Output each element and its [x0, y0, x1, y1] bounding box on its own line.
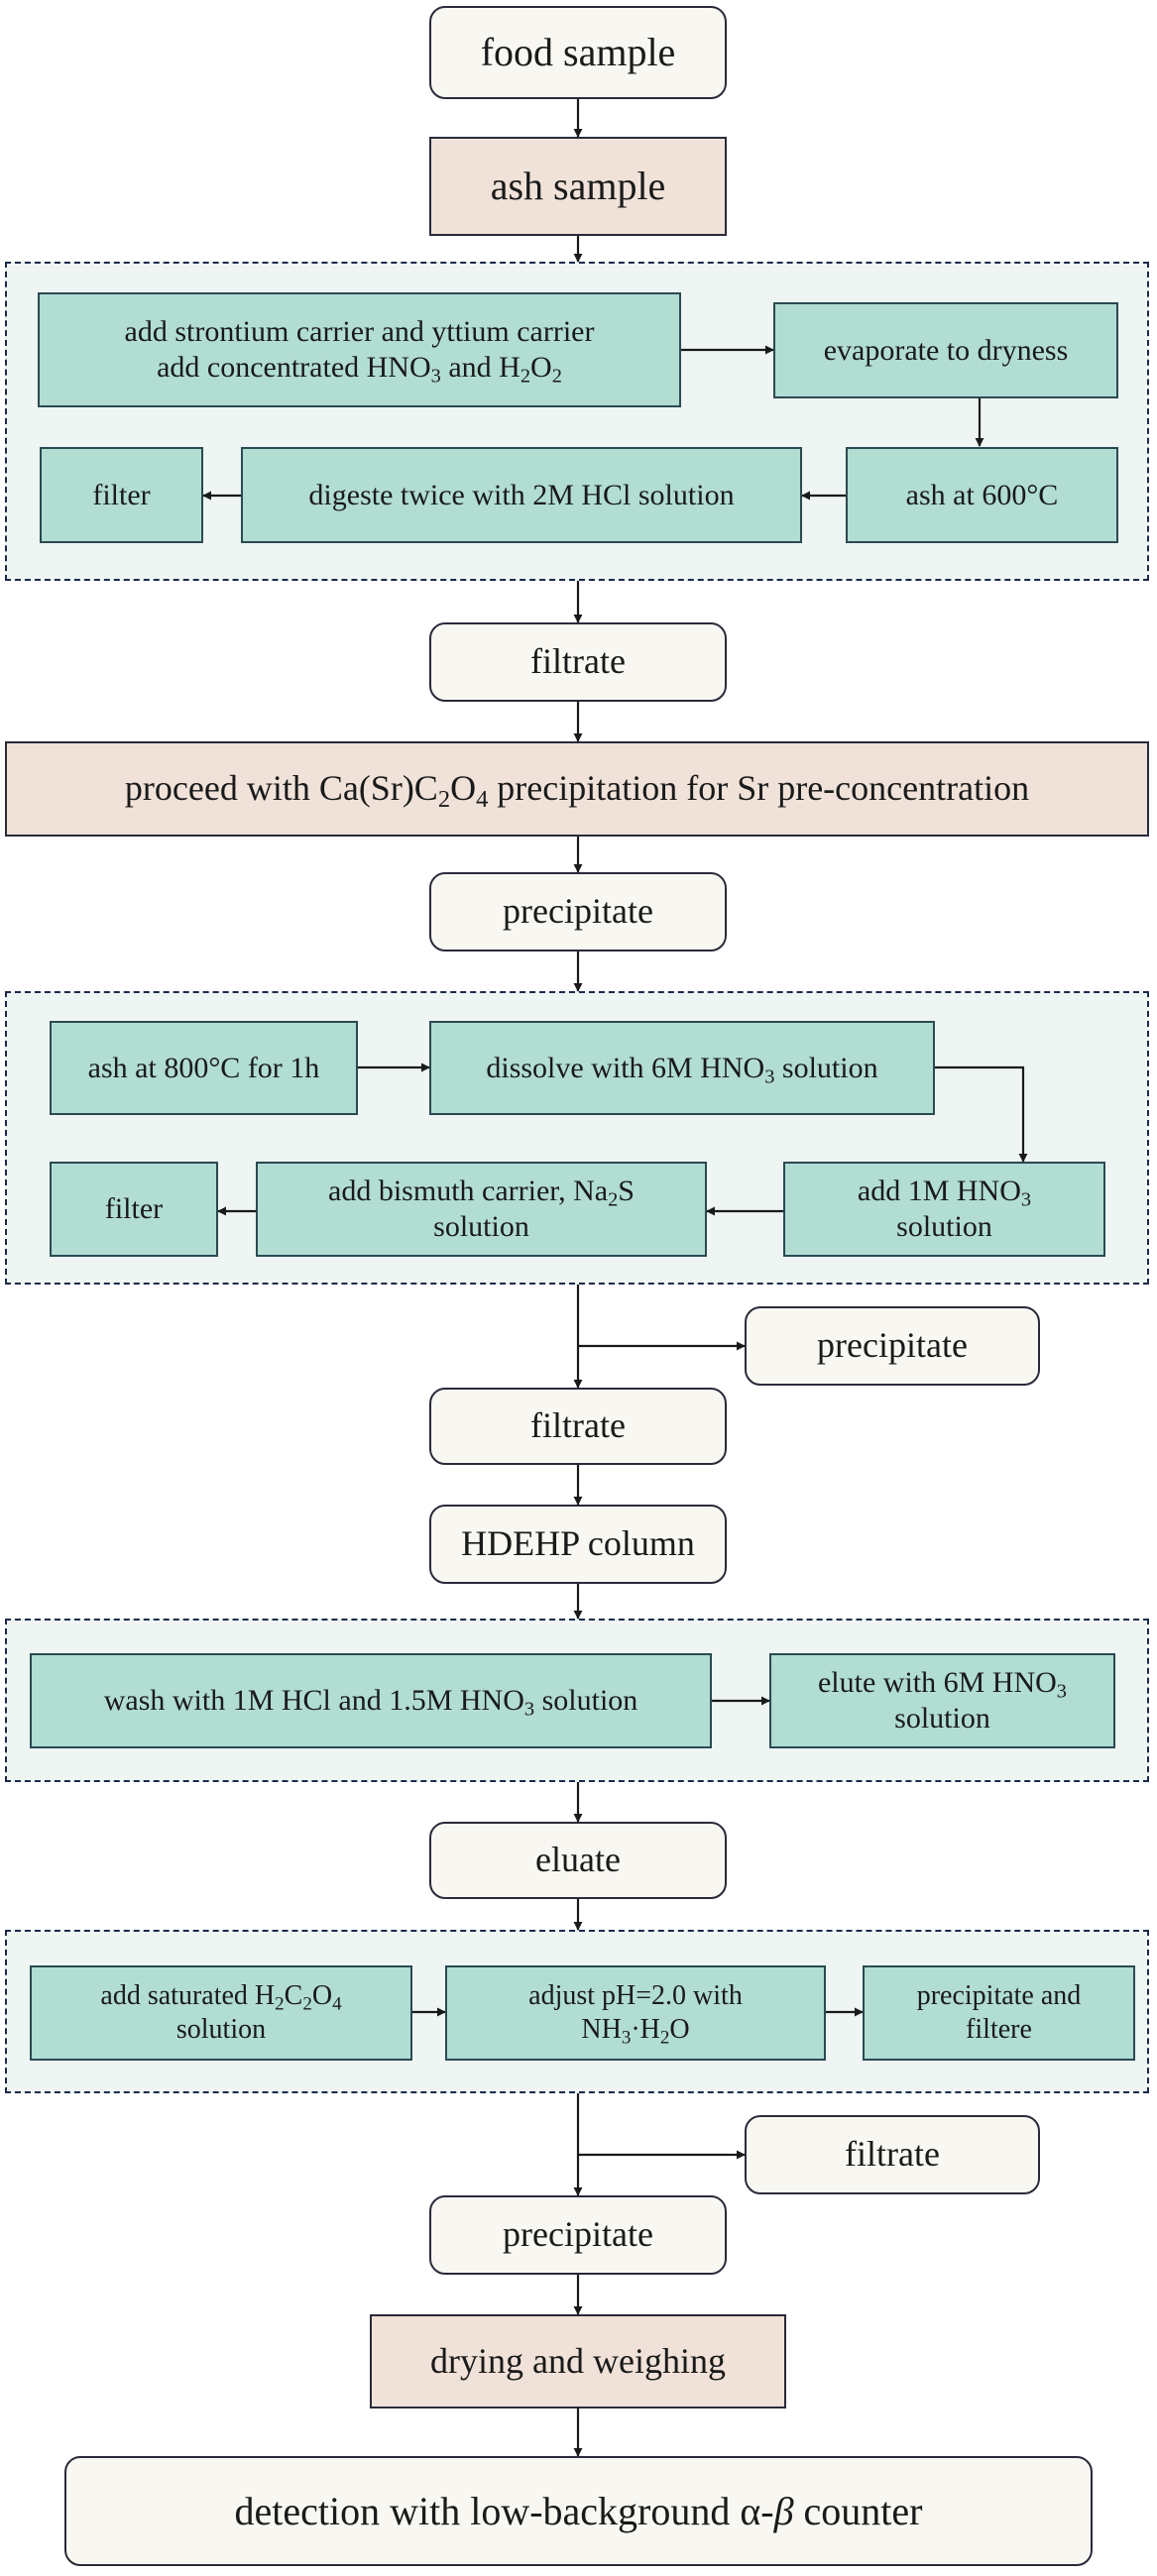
ph-line1: adjust pH=2.0 with — [528, 1980, 743, 2012]
ash-sample-node: ash sample — [429, 137, 727, 236]
precipitate-node-1: precipitate — [429, 872, 727, 952]
eluate-label: eluate — [535, 1840, 621, 1880]
oxalic-line1: add saturated H2C2O4 — [100, 1980, 342, 2015]
precipitate-side-node: precipitate — [745, 1306, 1040, 1386]
food-sample-label: food sample — [480, 30, 676, 74]
hdehp-column-node: HDEHP column — [429, 1505, 727, 1584]
eluate-node: eluate — [429, 1822, 727, 1899]
filter-label-1: filter — [92, 478, 151, 511]
precipitate-side-label: precipitate — [817, 1325, 968, 1366]
drying-weighing-label: drying and weighing — [430, 2340, 726, 2381]
add-carriers-node: add strontium carrier and yttium carrier… — [38, 292, 681, 407]
digest-node: digeste twice with 2M HCl solution — [241, 447, 802, 543]
drying-weighing-node: drying and weighing — [370, 2314, 786, 2408]
adjust-ph-node: adjust pH=2.0 with NH3·H2O — [445, 1965, 826, 2061]
add-hno3-node: add 1M HNO3 solution — [783, 1162, 1105, 1257]
detection-label: detection with low-background α-β counte… — [234, 2488, 923, 2533]
dissolve-node: dissolve with 6M HNO3 solution — [429, 1021, 935, 1115]
filtrate-side-label: filtrate — [845, 2134, 940, 2175]
filter-node-1: filter — [40, 447, 203, 543]
ash-sample-label: ash sample — [490, 164, 666, 208]
bismuth-line2: solution — [433, 1210, 529, 1243]
filtrate-node-1: filtrate — [429, 622, 727, 702]
add-hno3-line2: solution — [896, 1210, 992, 1243]
oxalic-acid-node: add saturated H2C2O4 solution — [30, 1965, 412, 2061]
elute-line2: solution — [894, 1702, 990, 1735]
ph-line2: NH3·H2O — [581, 2014, 690, 2049]
filter-node-2: filter — [50, 1162, 218, 1257]
detection-node: detection with low-background α-β counte… — [64, 2456, 1093, 2566]
filtrate-node-2: filtrate — [429, 1388, 727, 1465]
elute-line1: elute with 6M HNO3 — [817, 1666, 1067, 1703]
ash-600-node: ash at 600°C — [846, 447, 1118, 543]
filtrate-side-node: filtrate — [745, 2115, 1040, 2194]
precipitation-step-node: proceed with Ca(Sr)C2O4 precipitation fo… — [5, 741, 1149, 837]
precipitate-node-2: precipitate — [429, 2195, 727, 2275]
ash-800-label: ash at 800°C for 1h — [87, 1051, 320, 1084]
hdehp-column-label: HDEHP column — [461, 1523, 695, 1564]
dissolve-label: dissolve with 6M HNO3 solution — [486, 1051, 878, 1088]
evaporate-label: evaporate to dryness — [823, 333, 1069, 367]
precipitate-filter-node: precipitate and filtere — [863, 1965, 1135, 2061]
oxalic-line2: solution — [175, 2014, 267, 2045]
evaporate-node: evaporate to dryness — [773, 302, 1118, 398]
wash-label: wash with 1M HCl and 1.5M HNO3 solution — [103, 1684, 638, 1721]
filtrate-label-2: filtrate — [530, 1405, 626, 1446]
bismuth-node: add bismuth carrier, Na2S solution — [256, 1162, 707, 1257]
food-sample-node: food sample — [429, 6, 727, 99]
precipitation-step-label: proceed with Ca(Sr)C2O4 precipitation fo… — [124, 768, 1030, 814]
elute-node: elute with 6M HNO3 solution — [769, 1653, 1115, 1748]
add-hno3-line1: add 1M HNO3 — [857, 1175, 1032, 1211]
arrow-dissolve-to-addhno3 — [935, 1065, 1028, 1163]
ash-600-label: ash at 600°C — [905, 478, 1059, 511]
precipitate-label-2: precipitate — [503, 2214, 653, 2255]
add-carriers-line1: add strontium carrier and yttium carrier — [124, 315, 595, 348]
add-carriers-line2: add concentrated HNO3 and H2O2 — [157, 351, 562, 388]
wash-node: wash with 1M HCl and 1.5M HNO3 solution — [30, 1653, 712, 1748]
bismuth-line1: add bismuth carrier, Na2S — [328, 1175, 635, 1211]
ash-800-node: ash at 800°C for 1h — [50, 1021, 358, 1115]
precip-filter-line2: filtere — [966, 2014, 1032, 2045]
digest-label: digeste twice with 2M HCl solution — [308, 478, 735, 511]
precip-filter-line1: precipitate and — [916, 1980, 1082, 2012]
filtrate-label-1: filtrate — [530, 641, 626, 682]
precipitate-label-1: precipitate — [503, 891, 653, 932]
filter-label-2: filter — [104, 1192, 164, 1225]
